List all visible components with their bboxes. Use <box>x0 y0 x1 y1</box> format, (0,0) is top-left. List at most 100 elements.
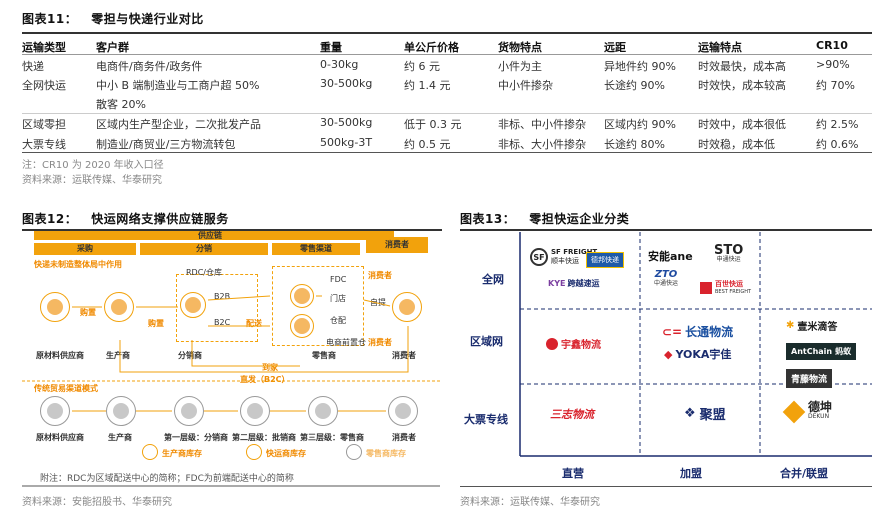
flow-store: 门店 <box>330 294 346 303</box>
warehouse-icon-3 <box>240 396 270 426</box>
fig13-bottom-rule <box>460 486 872 487</box>
fig12-source: 资料来源：安能招股书、华泰研究 <box>22 497 172 508</box>
fig12-title: 图表12：快运网络支撑供应链服务 <box>22 210 229 227</box>
manufacturer-icon-2 <box>106 396 136 426</box>
table-cell: 约 70% <box>816 79 855 92</box>
table-cell: 500kg-3T <box>320 136 373 149</box>
flow-buy: 购置 <box>80 308 96 317</box>
sf-logo-cn: 顺丰快运 <box>551 257 579 265</box>
row-label-regional: 区域网 <box>470 335 503 348</box>
table-cell: 散客 20% <box>96 98 146 111</box>
mode1-label: 快递未制造整体局中作用 <box>34 260 122 269</box>
fig11-head-rule <box>22 54 872 55</box>
table-cell: 区域内生产型企业，二次批发产品 <box>96 118 261 131</box>
store-icon-2 <box>308 396 338 426</box>
node-label-cons2: 消费者 <box>392 433 416 442</box>
table-cell: >90% <box>816 58 850 71</box>
yuda-logo: 宇鑫物流 <box>546 336 601 351</box>
manufacturer-icon <box>104 292 134 322</box>
table-cell: 非标、大小件掺杂 <box>498 138 586 151</box>
table-cell: 0-30kg <box>320 58 359 71</box>
fig12-number: 图表12： <box>22 212 78 226</box>
stage-purchase: 采购 <box>34 243 136 255</box>
node-label-dist: 分销商 <box>178 351 202 360</box>
stage-retail: 零售渠道 <box>272 243 360 255</box>
table-cell: 异地件约 90% <box>604 60 676 73</box>
fig12-footnote: 附注：RDC为区域配送中心的简称；FDC为前端配送中心的简称 <box>40 474 294 484</box>
flow-deliver: 配送 <box>246 319 262 328</box>
stage-consumer: 消费者 <box>366 237 428 253</box>
flow-fdc: FDC <box>330 275 347 284</box>
flow-b2b: B2B <box>214 292 231 301</box>
node-label-mfr2: 生产商 <box>108 433 132 442</box>
fig11-top-rule <box>22 32 872 34</box>
fig13-title-text: 零担快运企业分类 <box>529 212 630 226</box>
fig11-title-text: 零担与快递行业对比 <box>91 12 204 26</box>
table-cell: 中小 B 端制造业与工商户超 50% <box>96 79 260 92</box>
raw-material-icon-2 <box>40 396 70 426</box>
best-logo-cn: 百世快运 <box>715 280 743 288</box>
fig11-row-rule <box>22 113 872 114</box>
consumer-icon <box>392 292 422 322</box>
raw-material-icon <box>40 292 70 322</box>
dekun-logo: 德坤 DEKUN <box>782 400 833 424</box>
supply-chain-bar <box>34 231 394 240</box>
node-label-retail: 零售商 <box>312 351 336 360</box>
table-cell: 30-500kg <box>320 77 373 90</box>
col-label-franchise: 加盟 <box>680 467 702 480</box>
legend-carrier: 快运商库存 <box>266 449 306 458</box>
node-label-d3: 第三层级：零售商 <box>300 433 364 442</box>
node-label-raw: 原材料供应商 <box>36 351 84 360</box>
table-cell: 约 0.6% <box>816 138 859 151</box>
rdc-box <box>176 274 258 342</box>
table-cell: 约 6 元 <box>404 60 440 73</box>
table-cell: 时效快，成本较高 <box>698 79 786 92</box>
yoka-logo: ◆YOKA宇佳 <box>664 347 732 362</box>
flow-direct: 直发（B2C） <box>240 375 290 384</box>
fig11-title: 图表11：零担与快递行业对比 <box>22 10 204 27</box>
warehouse-icon <box>180 292 206 318</box>
yoka-logo-text: YOKA宇佳 <box>675 348 732 361</box>
table-cell: 30-500kg <box>320 116 373 129</box>
sto-logo: STO 申通快运 <box>714 243 744 263</box>
fig13-top-rule <box>460 229 872 231</box>
col-head-dist: 远距 <box>604 41 626 54</box>
table-cell: 约 2.5% <box>816 118 859 131</box>
fig11-source: 资料来源：运联传媒、华泰研究 <box>22 175 162 186</box>
legend-carrier-icon <box>246 444 262 460</box>
sanzhou-logo: 三志物流 <box>550 408 594 421</box>
best-logo: 百世快运 BEST FREIGHT <box>700 280 751 296</box>
supply-chain-label: 供应链 <box>198 231 222 240</box>
col-head-feature: 运输特点 <box>698 41 742 54</box>
fig11-bottom-rule <box>22 152 872 153</box>
table-cell: 全网快运 <box>22 79 66 92</box>
zto-logo-cn: 中通快运 <box>654 280 679 287</box>
flow-cons-top: 消费者 <box>368 271 392 280</box>
table-cell: 时效稳，成本低 <box>698 138 775 151</box>
flow-cons-mid: 消费者 <box>368 338 392 347</box>
table-cell: 中小件掺杂 <box>498 79 553 92</box>
row-label-bulk: 大票专线 <box>464 413 508 426</box>
warehouse-icon-2 <box>174 396 204 426</box>
dekun-logo-cn: 德坤 <box>808 400 833 414</box>
table-cell: 制造业/商贸业/三方物流转包 <box>96 138 236 151</box>
yimi-logo: ✱壹米滴答 <box>786 320 838 333</box>
sf-logo: SF SF FREIGHT 顺丰快运 <box>530 248 597 266</box>
legend-retail: 零售商库存 <box>366 449 406 458</box>
qingshu-logo: 青藤物流 <box>786 369 833 388</box>
node-label-d2: 第二层级：批销商 <box>232 433 296 442</box>
table-cell: 约 0.5 元 <box>404 138 451 151</box>
antchain-logo-en: AntChain <box>791 347 833 356</box>
table-cell: 长途约 80% <box>604 138 665 151</box>
flow-buy-2: 购置 <box>148 319 164 328</box>
yimi-logo-text: 壹米滴答 <box>797 322 838 333</box>
store-icon <box>290 284 314 308</box>
node-label-consumer: 消费者 <box>392 351 416 360</box>
flow-pickup: 自提 <box>370 298 386 307</box>
zto-logo: ZTO 中通快运 <box>654 269 679 288</box>
dekun-logo-en: DEKUN <box>808 413 830 420</box>
kuayue-logo-text: 跨越速运 <box>567 279 600 288</box>
fig13-number: 图表13： <box>460 212 516 226</box>
consumer-icon-2 <box>388 396 418 426</box>
col-head-price: 单公斤价格 <box>404 41 459 54</box>
